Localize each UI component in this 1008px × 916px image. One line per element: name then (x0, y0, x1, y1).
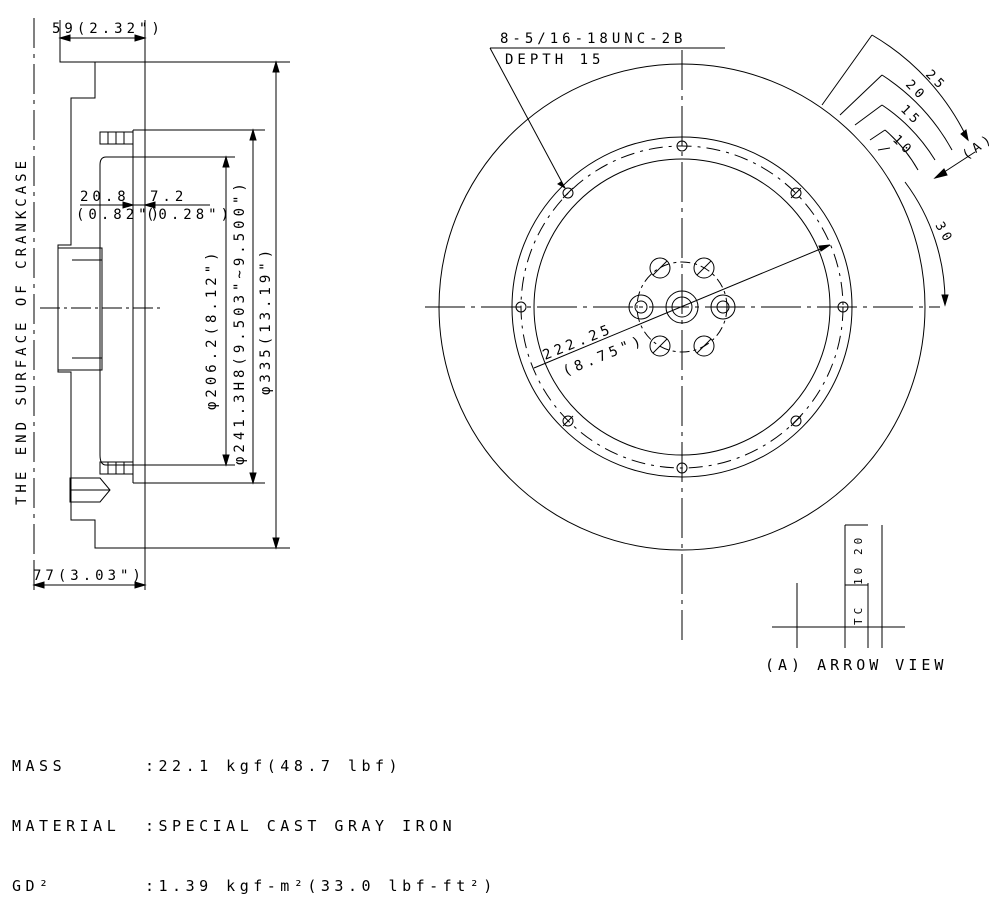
crankcase-note: THE END SURFACE OF CRANKCASE (14, 157, 30, 505)
spec-row-gd2: GD² :1.39 kgf-m²(33.0 lbf-ft²) (12, 876, 497, 896)
thread-note: 8-5/16-18UNC-2B (500, 31, 686, 47)
flywheel-drawing: 59(2.32") 77(3.03") 20.8 (0.82") 7.2 (0.… (14, 18, 997, 674)
spec-label: MASS (12, 757, 67, 775)
side-bottom-dim: 77(3.03") (33, 568, 145, 584)
spec-label: GD² (12, 877, 53, 895)
dia-241: φ241.3H8(9.503"~9.500") (232, 179, 248, 465)
spec-row-mass: MASS :22.1 kgf(48.7 lbf) (12, 756, 497, 776)
spec-block: MASS :22.1 kgf(48.7 lbf) MATERIAL :SPECIAL… (12, 716, 497, 916)
angle-30: 30 (932, 220, 957, 248)
side-top-dim: 59(2.32") (52, 21, 164, 37)
dia-335: φ335(13.19") (258, 246, 274, 395)
depth-note: DEPTH 15 (505, 52, 604, 68)
spec-value: :1.39 kgf-m²(33.0 lbf-ft²) (145, 877, 497, 895)
dim-7-2-in: (0.28") (146, 207, 233, 223)
arrow-view-title: (A) ARROW VIEW (765, 656, 947, 674)
dim-20-8-in: (0.82") (76, 207, 163, 223)
spec-value: :SPECIAL CAST GRAY IRON (145, 817, 457, 835)
dia-206: φ206.2(8.12") (204, 248, 220, 410)
spec-row-material: MATERIAL :SPECIAL CAST GRAY IRON (12, 816, 497, 836)
spec-label: MATERIAL (12, 817, 121, 835)
dim-7-2: 7.2 (150, 189, 187, 205)
arrow-view-mark-10: 10 (852, 564, 865, 585)
arrow-view-outline (772, 524, 905, 648)
angle-20: 20 (902, 77, 929, 104)
front-view-outline (425, 34, 976, 640)
spec-value: :22.1 kgf(48.7 lbf) (145, 757, 403, 775)
arrow-view-mark-20: 20 (852, 534, 865, 555)
dim-20-8: 20.8 (80, 189, 130, 205)
angle-10: 10 (889, 132, 916, 159)
arrow-view-mark-tc: TC (852, 604, 865, 625)
side-view-outline (32, 18, 290, 590)
